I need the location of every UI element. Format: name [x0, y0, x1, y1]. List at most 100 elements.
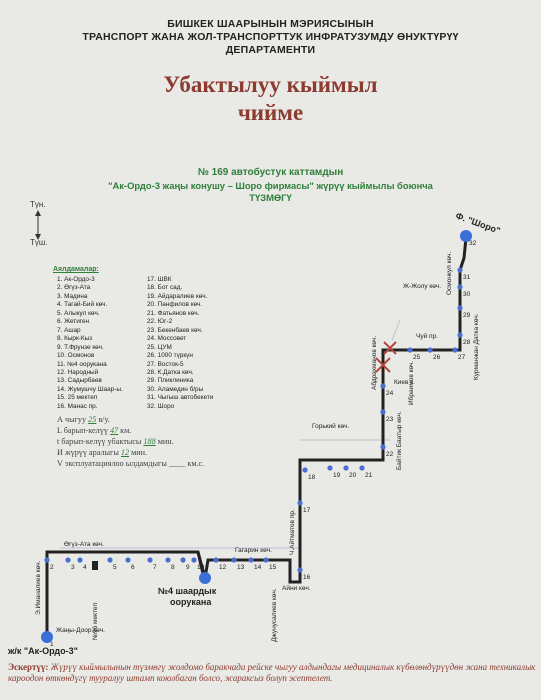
stop-number: 5 — [113, 564, 117, 571]
route-title-line3: ТҮЗМӨГҮ — [249, 192, 292, 203]
stop-marker — [359, 465, 365, 471]
note-label: Эскертүү: — [8, 662, 49, 672]
street-label-osmonkul: Осмонкул көч. — [446, 252, 453, 295]
stop-list-item: 1. Ак-Ордо-3 — [57, 276, 95, 283]
street-label-aini: Айни көч. — [282, 584, 311, 592]
stop-number: 4 — [83, 564, 87, 571]
stop-number: 6 — [131, 564, 135, 571]
stop-list-item: 2. Өгүз-Ата — [57, 284, 91, 292]
stop-marker — [327, 465, 333, 471]
stop-marker — [107, 557, 113, 563]
stop-list-item: 19. Айдаралиев көч. — [147, 292, 208, 300]
stop-marker — [147, 557, 153, 563]
stop-number: 31 — [463, 274, 471, 281]
stop-marker — [380, 383, 386, 389]
stop-number: 20 — [349, 472, 357, 479]
stop-number: 9 — [186, 564, 190, 571]
stop-number: 10 — [197, 564, 205, 571]
stop-marker — [263, 557, 269, 563]
stop-marker — [380, 444, 386, 450]
stop-list-item: 10. Осмонов — [57, 352, 95, 360]
stop-list-item: 28. К.Датка көч. — [147, 368, 194, 376]
stop-list-item: 9. Т.Фрунзе көч. — [57, 343, 104, 351]
stop-marker — [65, 557, 71, 563]
stop-number: 21 — [365, 472, 373, 479]
street-label-ibraimov: Ибраимов көч. — [407, 361, 415, 405]
street-label-baitik: Байтик Баатыр көч. — [395, 411, 403, 470]
stop-marker — [457, 267, 463, 273]
terminal-end-marker — [460, 230, 472, 242]
street-label-jany-door: Жаңы-Доор көч. — [56, 627, 105, 634]
start-terminal-label: ж/к "Ак-Ордо-3" — [7, 646, 78, 656]
stop-number: 19 — [333, 472, 341, 479]
stop-list-item: 16. Манас пр. — [57, 402, 98, 410]
stop-list-item: 22. Юг-2 — [147, 318, 173, 326]
stop-number: 27 — [458, 354, 466, 361]
stop-number: 28 — [463, 339, 471, 346]
compass-arrow-icon — [35, 210, 41, 240]
note-body: Жүрүү кыймылынын түзмөгү жолдомо баракча… — [8, 662, 536, 683]
stop-list-item: 31. Чыгыш автобекети — [147, 394, 214, 402]
stop-number: 29 — [463, 312, 471, 319]
stop-number: 13 — [237, 564, 245, 571]
note-text: Эскертүү: Жүрүү кыймылынын түзмөгү жолдо… — [8, 662, 538, 684]
compass-north-label: Түн. — [30, 200, 46, 209]
closure-cross-icon — [375, 341, 397, 373]
stop-number: 17 — [303, 507, 311, 514]
stop-marker — [77, 557, 83, 563]
stop-number: 12 — [219, 564, 227, 571]
stop-marker — [407, 347, 413, 353]
stop-marker — [457, 332, 463, 338]
school-96-marker — [92, 561, 98, 570]
document-title-line2: чийме — [237, 100, 304, 125]
street-label-kurmanjan: Курманжан Датка көч. — [473, 313, 480, 380]
stop-list-item: 17. ШВК — [147, 276, 172, 283]
stop-list-item: 3. Мадина — [57, 292, 88, 300]
hospital-label-line2: оорукана — [170, 597, 212, 607]
street-label-imanaliev: Э.Иманалиев көч. — [35, 560, 42, 615]
route-title-line2: "Ак-Ордо-3 жаңы конушу – Шоро фирмасы" ж… — [108, 180, 433, 191]
stop-list-item: 12. Народный — [57, 368, 99, 376]
stop-list-item: 23. Бекенбаев көч. — [147, 326, 203, 334]
stop-number: 1 — [50, 641, 54, 648]
department-header-line3: ДЕПАРТАМЕНТИ — [225, 44, 316, 56]
street-label-school-96: №96 мектеп — [92, 602, 99, 640]
stop-list-item: 18. Бот сад. — [147, 284, 183, 292]
stop-number: 25 — [413, 354, 421, 361]
hospital-label-line1: №4 шаардык — [158, 586, 217, 596]
stop-number: 16 — [303, 574, 311, 581]
stop-number: 8 — [171, 564, 175, 571]
stop-list-item: 29. Пликлиника — [147, 377, 194, 385]
street-label-gorky: Горький көч. — [312, 422, 349, 430]
stop-list-item: 11. №4 оорукана — [57, 360, 107, 368]
compass-south-label: Түш. — [30, 238, 48, 247]
stop-marker — [302, 467, 308, 473]
terminal-start-marker — [41, 631, 53, 643]
department-header-line1: БИШКЕК ШААРЫНЫН МЭРИЯСЫНЫН — [167, 18, 374, 30]
stop-marker — [343, 465, 349, 471]
stop-number: 7 — [153, 564, 157, 571]
stop-marker — [231, 557, 237, 563]
street-label-chuy: Чуй пр. — [416, 332, 438, 340]
stop-marker — [380, 409, 386, 415]
street-label-kiev: Киев к. — [394, 379, 415, 386]
stop-list-item: 15. 25 мектеп — [57, 394, 98, 402]
department-header-line2: ТРАНСПОРТ ЖАНА ЖОЛ-ТРАНСПОРТТУК ИНФРАТУЗ… — [82, 31, 459, 43]
stop-number: 23 — [386, 416, 394, 423]
stop-number: 3 — [71, 564, 75, 571]
stop-number: 22 — [386, 451, 394, 458]
stop-number: 26 — [433, 354, 441, 361]
street-label-zh-zholu: Ж-Жолу көч. — [403, 283, 441, 290]
stop-marker — [457, 305, 463, 311]
stop-list-item: 14. Жумушчу Шаар-ы. — [57, 385, 123, 393]
stop-marker — [180, 557, 186, 563]
street-label-aitmatov: Ч.Айтматов пр. — [288, 509, 296, 555]
stop-number: 30 — [463, 291, 471, 298]
street-label-gagarin: Гагарин көч. — [235, 547, 272, 554]
stop-number: 32 — [469, 240, 477, 247]
stop-number: 24 — [386, 390, 394, 397]
